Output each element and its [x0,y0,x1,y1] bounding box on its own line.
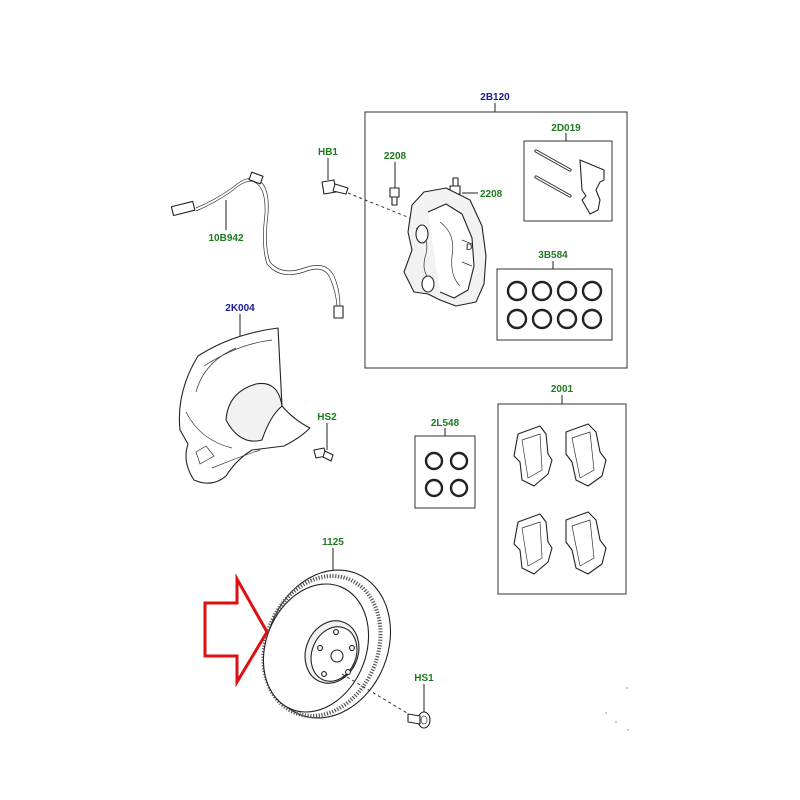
guide-pin-kit-label: 2D019 [551,123,581,134]
bleed-screw-right-label: 2208 [480,189,503,200]
splash-shield-label: 2K004 [225,303,255,314]
seal-ring-icon [424,451,469,498]
caliper-bolt-icon [321,179,349,195]
wear-sensor-icon [170,171,344,319]
seal-kit-box [414,435,476,509]
guide-pin-kit-box [523,140,613,222]
piston-seal-icon [506,280,603,330]
piston-seal-kit-box [496,268,613,341]
bleed-screw-left-label: 2208 [384,151,407,162]
guide-pin-icon [534,149,572,198]
pad-set-label: 2001 [551,384,574,395]
wear-sensor-label: 10B942 [208,233,243,244]
brake-pad-icon [513,423,607,575]
shield-screw-label: HS2 [317,412,337,423]
caliper-group-box [364,111,628,369]
caliper-bolt-label: HB1 [318,147,338,158]
piston-seal-kit-label: 3B584 [538,250,568,261]
brake-disc-label: 1125 [322,537,344,548]
background-specks [605,687,629,731]
seal-kit-label: 2L548 [431,418,460,429]
splash-shield-icon [178,327,311,484]
disc-screw-icon [407,711,431,729]
brake-caliper-icon: D [403,187,487,307]
caliper-bolt-axis [347,192,411,219]
shield-screw-icon [313,447,334,462]
brake-disc-icon [261,569,392,719]
disc-screw-label: HS1 [414,673,434,684]
disc-screw-axis [341,673,413,717]
spring-clip-icon [579,159,605,215]
caliper-group: 2B120 2D019 2208 2208 [364,92,628,369]
pad-set-box [497,403,627,595]
bleed-screw-left-icon [389,187,400,206]
red-outline-arrow-icon [203,573,269,688]
caliper-group-label: 2B120 [480,92,510,103]
svg-text:D: D [466,242,473,252]
